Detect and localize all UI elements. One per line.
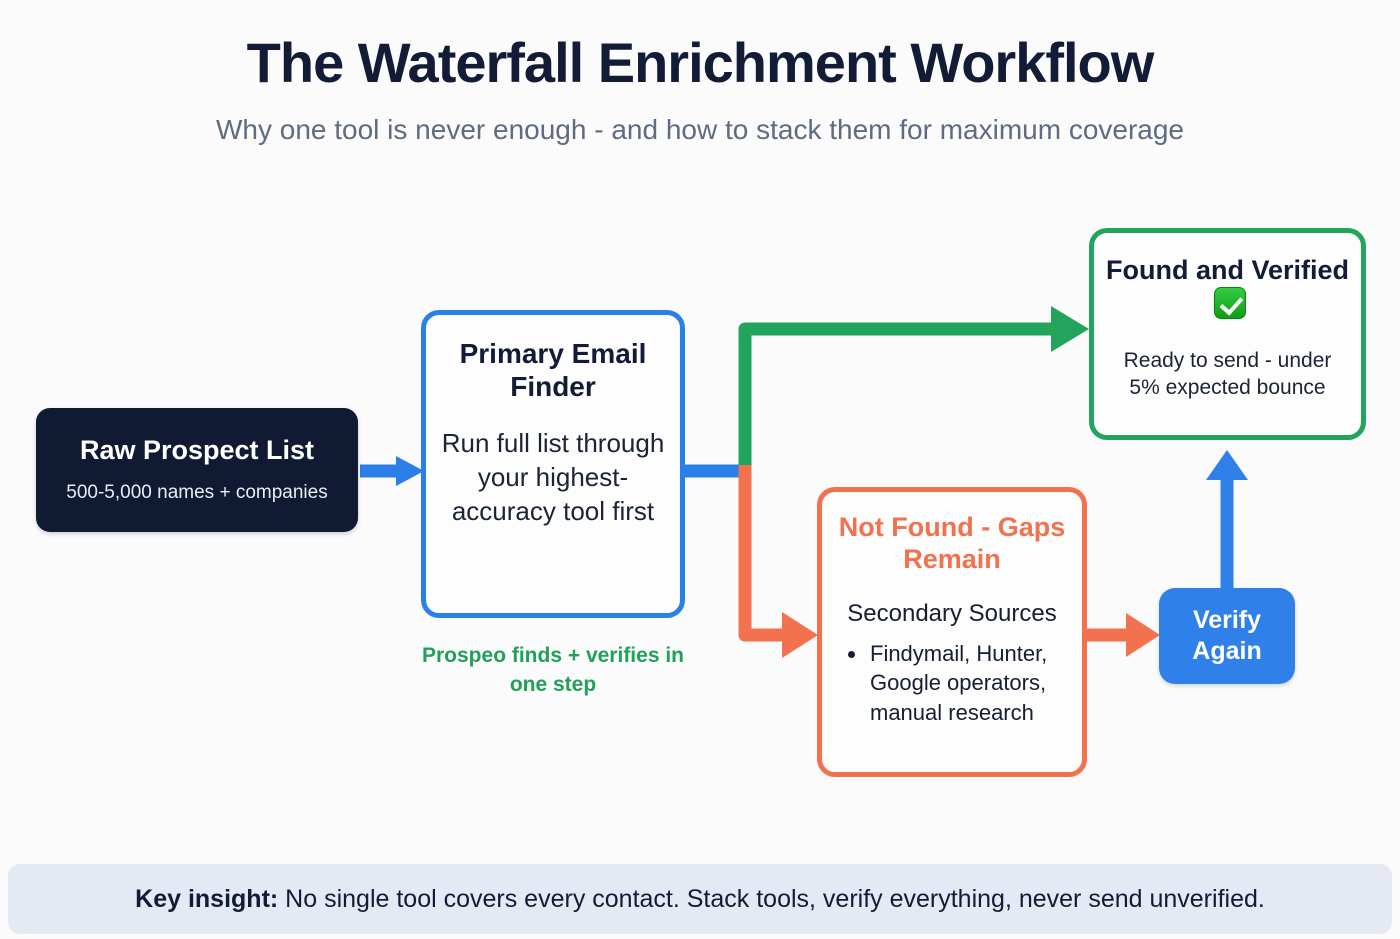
connector-raw-to-primary [360, 456, 424, 486]
key-insight-bar: Key insight: No single tool covers every… [8, 864, 1392, 934]
page-title: The Waterfall Enrichment Workflow [246, 31, 1155, 94]
node-raw-subtitle: 500-5,000 names + companies [66, 481, 328, 503]
workflow-diagram: Raw Prospect List 500-5,000 names + comp… [0, 0, 1400, 860]
caption-prospeo: Prospeo finds + verifies in one step [422, 644, 684, 696]
node-primary-email-finder[interactable]: Primary Email Finder Run full list throu… [421, 310, 685, 618]
node-primary-body: Run full list through your highest-accur… [441, 428, 665, 526]
node-verify-again[interactable]: Verify Again [1159, 588, 1295, 684]
node-raw-title: Raw Prospect List [79, 434, 315, 465]
key-insight-label: Key insight: [135, 884, 279, 913]
node-notfound-body: Secondary Sources [847, 599, 1057, 627]
node-found-and-verified[interactable]: Found and Verified Ready to send - under… [1089, 228, 1366, 440]
page-header: The Waterfall Enrichment Workflow Why on… [0, 0, 1400, 146]
node-verify-title: Verify Again [1192, 605, 1262, 665]
node-notfound-title: Not Found - Gaps Remain [838, 512, 1066, 574]
key-insight-body: No single tool covers every contact. Sta… [278, 884, 1265, 913]
node-found-title-text: Found and Verified [1106, 255, 1350, 285]
node-primary-title: Primary Email Finder [459, 338, 647, 403]
page-subtitle: Why one tool is never enough - and how t… [215, 113, 1185, 145]
node-found-body: Ready to send - under 5% expected bounce [1123, 348, 1332, 400]
node-raw-prospect-list[interactable]: Raw Prospect List 500-5,000 names + comp… [36, 408, 358, 532]
connector-verify-to-found [1206, 450, 1248, 590]
key-insight-text: Key insight: No single tool covers every… [135, 885, 1265, 914]
connector-notfound-to-verify [1087, 613, 1160, 657]
node-notfound-bullet-list: Findymail, Hunter, Google operators, man… [868, 639, 1066, 727]
connector-split-to-found [738, 306, 1089, 478]
white-check-mark-icon [1214, 286, 1246, 319]
connector-split-to-notfound [738, 465, 818, 658]
list-item: Findymail, Hunter, Google operators, man… [868, 639, 1066, 727]
node-found-title: Found and Verified [1106, 255, 1349, 321]
node-not-found-gaps-remain[interactable]: Not Found - Gaps Remain Secondary Source… [817, 487, 1087, 777]
